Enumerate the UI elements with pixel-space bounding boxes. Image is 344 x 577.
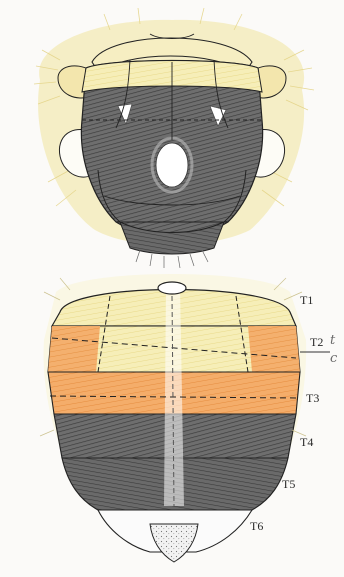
- t2-orange-right: [248, 326, 300, 372]
- label-t2: T2: [310, 336, 323, 348]
- thorax: [34, 8, 314, 268]
- margin-note-line2: c: [330, 352, 337, 367]
- label-t6: T6: [250, 520, 263, 532]
- label-t1: T1: [300, 294, 313, 306]
- t2-orange-left: [48, 326, 100, 372]
- abdomen: [40, 274, 306, 562]
- label-t5: T5: [282, 478, 295, 490]
- pygidium: [150, 524, 198, 562]
- scutum-bald-spot: [156, 143, 188, 187]
- label-t3: T3: [306, 392, 319, 404]
- margin-note-line1: t: [330, 334, 335, 349]
- petiole: [158, 282, 186, 294]
- label-t4: T4: [300, 436, 313, 448]
